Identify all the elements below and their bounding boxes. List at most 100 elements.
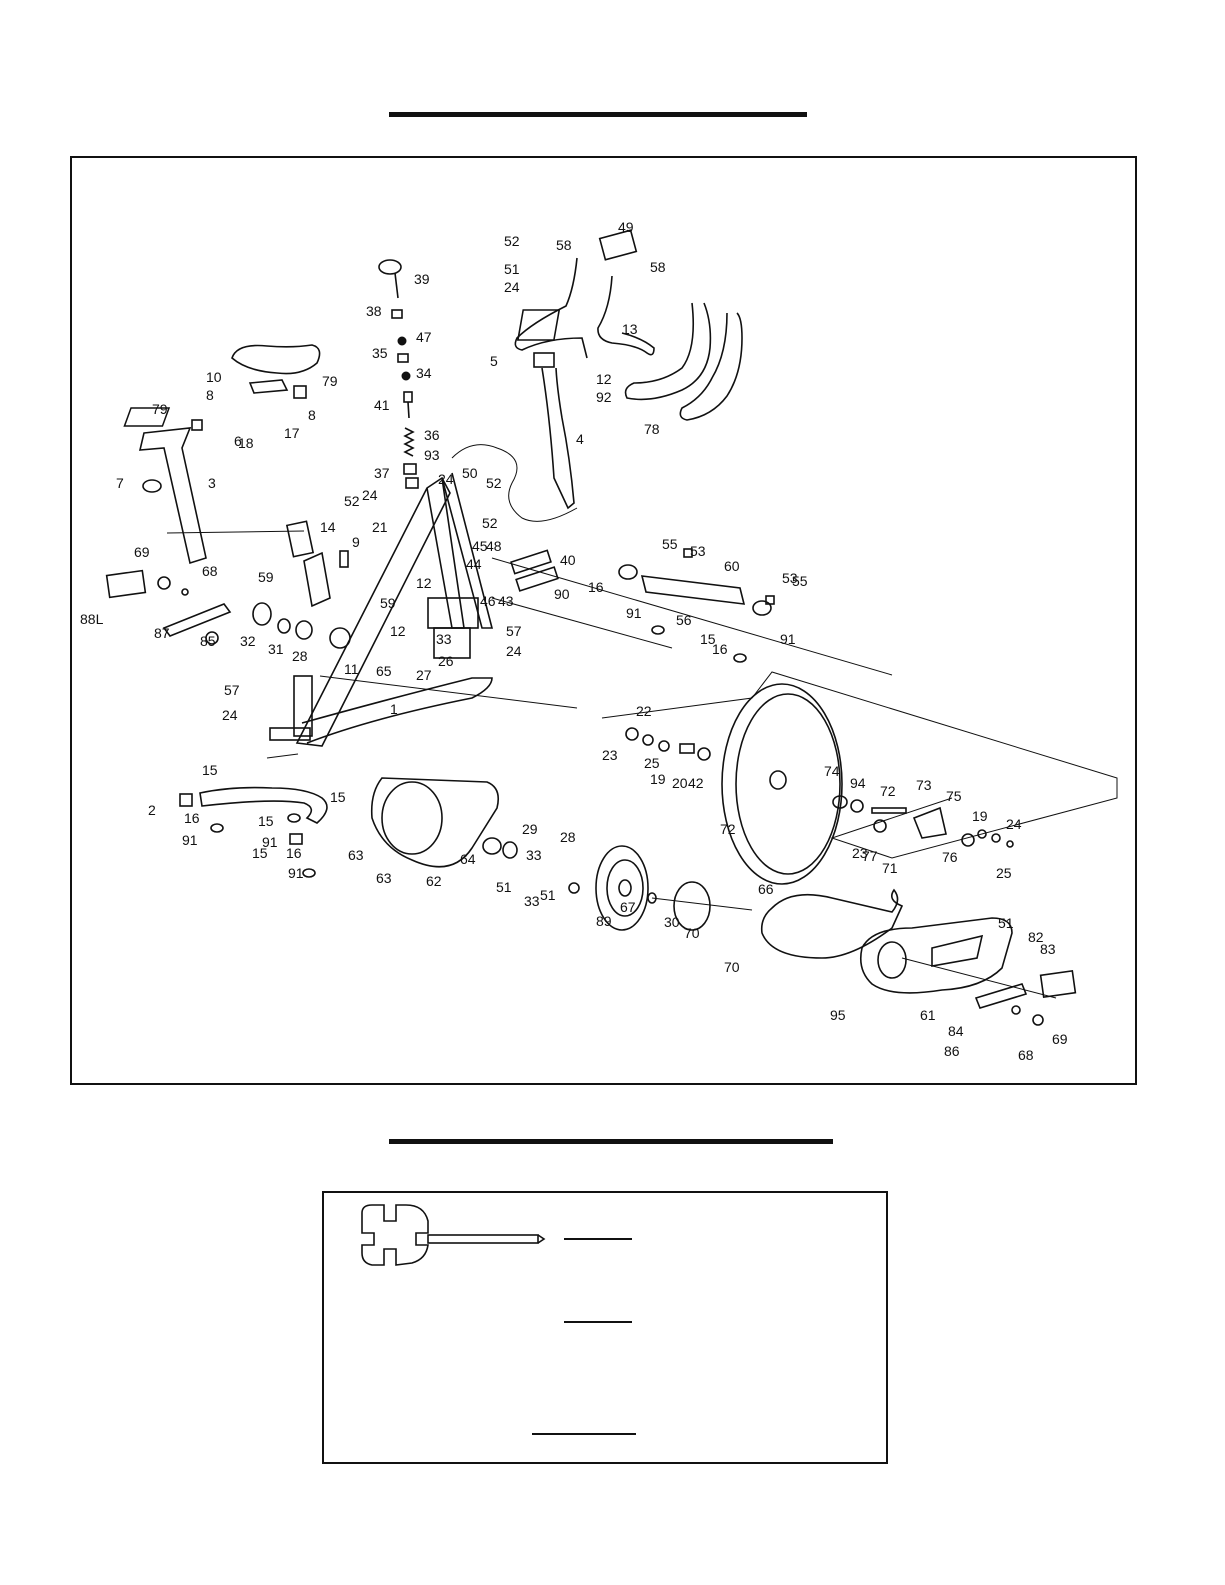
part-number-label: 63 bbox=[348, 847, 364, 863]
part-number-label: 86 bbox=[944, 1043, 960, 1059]
pulley-assembly bbox=[482, 837, 753, 931]
tool-2-label-line bbox=[564, 1321, 632, 1323]
part-number-label: 65 bbox=[376, 663, 392, 679]
main-frame bbox=[269, 472, 494, 747]
part-number-label: 27 bbox=[416, 667, 432, 683]
part-number-label: 91 bbox=[182, 832, 198, 848]
part-number-label: 24 bbox=[504, 279, 520, 295]
part-number-label: 88L bbox=[80, 611, 104, 627]
right-chain-cover bbox=[859, 917, 1013, 994]
part-number-label: 56 bbox=[676, 612, 692, 628]
parts-title-rule bbox=[389, 112, 807, 117]
part-number-label: 8 bbox=[308, 407, 316, 423]
part-number-label: 93 bbox=[424, 447, 440, 463]
part-number-label: 12 bbox=[390, 623, 406, 639]
part-number-label: 76 bbox=[942, 849, 958, 865]
part-number-label: 5 bbox=[490, 353, 498, 369]
part-number-label: 15 bbox=[330, 789, 346, 805]
part-number-label: 41 bbox=[374, 397, 390, 413]
part-number-label: 66 bbox=[758, 881, 774, 897]
part-number-label: 8 bbox=[206, 387, 214, 403]
part-number-label: 49 bbox=[618, 219, 634, 235]
part-number-label: 17 bbox=[284, 425, 300, 441]
part-number-label: 59 bbox=[380, 595, 396, 611]
part-number-label: 33 bbox=[526, 847, 542, 863]
part-number-label: 50 bbox=[462, 465, 478, 481]
part-number-label: 2 bbox=[148, 802, 156, 818]
left-crank-pedal bbox=[105, 569, 313, 645]
part-number-label: 52 bbox=[486, 475, 502, 491]
handlebar-assembly bbox=[451, 229, 655, 522]
tools-title-rule bbox=[389, 1139, 833, 1144]
part-number-label: 61 bbox=[920, 1007, 936, 1023]
part-number-label: 19 bbox=[650, 771, 666, 787]
part-number-label: 7 bbox=[116, 475, 124, 491]
exploded-diagram: 3938473534413637935258495851241351292478… bbox=[72, 158, 1118, 1063]
part-number-label: 95 bbox=[830, 1007, 846, 1023]
part-number-label: 12 bbox=[416, 575, 432, 591]
seat-assembly bbox=[123, 344, 321, 565]
part-number-label: 77 bbox=[862, 848, 878, 864]
part-number-label: 64 bbox=[460, 851, 476, 867]
part-number-label: 33 bbox=[436, 631, 452, 647]
tool-1-label-line bbox=[564, 1238, 632, 1240]
part-number-label: 90 bbox=[554, 586, 570, 602]
part-number-label: 15 bbox=[700, 631, 716, 647]
part-number-label: 14 bbox=[320, 519, 336, 535]
part-number-label: 32 bbox=[240, 633, 256, 649]
part-number-label: 38 bbox=[366, 303, 382, 319]
part-number-label: 12 bbox=[596, 371, 612, 387]
part-number-label: 53 bbox=[782, 570, 798, 586]
part-number-label: 35 bbox=[372, 345, 388, 361]
part-number-label: 37 bbox=[374, 465, 390, 481]
part-number-label: 75 bbox=[946, 788, 962, 804]
part-number-label: 47 bbox=[416, 329, 432, 345]
part-number-label: 78 bbox=[644, 421, 660, 437]
tools-drawing bbox=[361, 1204, 546, 1266]
part-number-label: 3 bbox=[208, 475, 216, 491]
part-number-label: 43 bbox=[498, 593, 514, 609]
part-number-label: 84 bbox=[948, 1023, 964, 1039]
part-number-label: 26 bbox=[438, 653, 454, 669]
part-number-label: 58 bbox=[650, 259, 666, 275]
part-number-label: 44 bbox=[466, 556, 482, 572]
part-number-label: 29 bbox=[522, 821, 538, 837]
part-number-label: 52 bbox=[482, 515, 498, 531]
part-number-label: 91 bbox=[626, 605, 642, 621]
front-stabilizer bbox=[618, 548, 775, 663]
part-number-label: 24 bbox=[222, 707, 238, 723]
part-number-label: 89 bbox=[596, 913, 612, 929]
part-number-label: 16 bbox=[286, 845, 302, 861]
part-number-label: 88R bbox=[72, 158, 98, 161]
part-number-label: 19 bbox=[972, 808, 988, 824]
part-number-label: 58 bbox=[556, 237, 572, 253]
flywheel-area-outline bbox=[601, 671, 1118, 859]
leader-lines bbox=[166, 530, 1057, 999]
part-number-label: 70 bbox=[684, 925, 700, 941]
part-number-label: 51 bbox=[504, 261, 520, 277]
part-number-label: 24 bbox=[1006, 816, 1022, 832]
part-number-label: 45 bbox=[472, 538, 488, 554]
part-number-label: 18 bbox=[238, 435, 254, 451]
part-number-label: 24 bbox=[438, 471, 454, 487]
part-number-label: 83 bbox=[1040, 941, 1056, 957]
part-number-label: 69 bbox=[134, 544, 150, 560]
part-number-label: 15 bbox=[202, 762, 218, 778]
part-number-label: 16 bbox=[588, 579, 604, 595]
part-number-label: 4 bbox=[576, 431, 584, 447]
part-number-label: 67 bbox=[620, 899, 636, 915]
part-number-label: 91 bbox=[262, 834, 278, 850]
part-number-label: 57 bbox=[224, 682, 240, 698]
part-number-label: 62 bbox=[426, 873, 442, 889]
part-number-label: 46 bbox=[480, 593, 496, 609]
part-number-label: 22 bbox=[636, 703, 652, 719]
part-number-label: 20 bbox=[672, 775, 688, 791]
part-number-label: 25 bbox=[644, 755, 660, 771]
tools-panel bbox=[322, 1191, 888, 1464]
tool-3-label-line bbox=[532, 1433, 636, 1435]
part-number-label: 28 bbox=[292, 648, 308, 664]
part-number-label: 85 bbox=[200, 633, 216, 649]
part-number-label: 10 bbox=[206, 369, 222, 385]
